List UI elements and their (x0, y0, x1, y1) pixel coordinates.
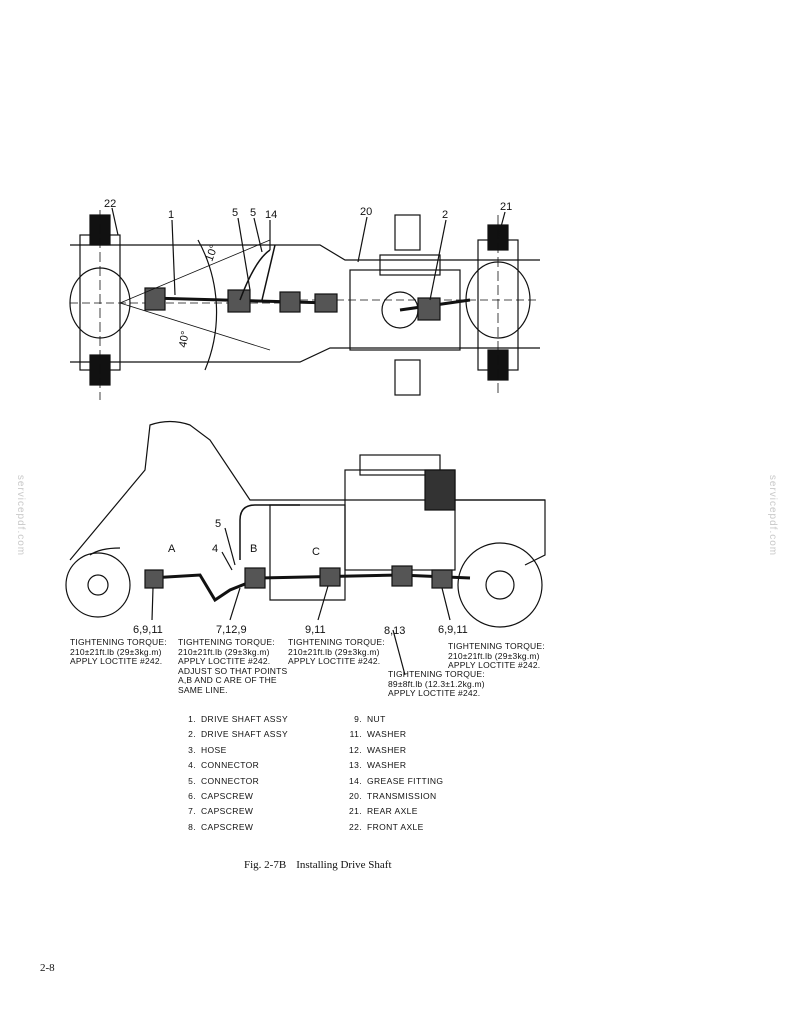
page-number: 2-8 (40, 962, 55, 974)
torque-note-rear: TIGHTENING TORQUE: 210±21ft.lb (29±3kg.m… (448, 641, 545, 670)
callout-side-8-13: 8,13 (384, 625, 405, 637)
parts-list-item: 1.DRIVE SHAFT ASSY (188, 714, 289, 724)
parts-list-item: 12.WASHER (348, 744, 407, 755)
callout-side-7-12-9: 7,12,9 (216, 624, 247, 636)
figure-caption: Fig. 2-7B Installing Drive Shaft (244, 859, 392, 871)
parts-list-item: 11.WASHER (349, 729, 407, 740)
callout-side-9-11: 9,11 (305, 624, 326, 636)
parts-list-item: 9.NUT (354, 714, 386, 724)
side-view-callouts: 5 4 A B C 6,9,11 7,12,9 9,11 8,13 6,9,11 (133, 518, 468, 637)
callout-1: 1 (168, 209, 174, 221)
top-view-drawing (69, 207, 540, 400)
callout-side-6-9-11-rear: 6,9,11 (438, 624, 468, 636)
figure-number: Fig. 2-7B (244, 859, 287, 871)
torque-note-front: TIGHTENING TORQUE: 210±21ft.lb (29±3kg.m… (70, 637, 167, 666)
parts-list-left: 1.DRIVE SHAFT ASSY 2.DRIVE SHAFT ASSY 3.… (182, 712, 288, 835)
point-c-label: C (312, 546, 320, 558)
parts-list-item: 20.TRANSMISSION (348, 790, 437, 801)
parts-list-item: 3.HOSE (188, 744, 227, 755)
torque-note-center-bearing: TIGHTENING TORQUE: 210±21ft.lb (29±3kg.m… (178, 637, 288, 695)
parts-list-item: 2.DRIVE SHAFT ASSY (188, 729, 289, 740)
parts-list-item: 5.CONNECTOR (188, 775, 260, 786)
parts-list-item: 7.CAPSCREW (188, 806, 254, 817)
parts-list-item: 22.FRONT AXLE (348, 821, 424, 832)
parts-list-item: 21.REAR AXLE (348, 806, 418, 817)
angle-10-label: 10° (204, 243, 221, 263)
side-view-drawing (65, 420, 546, 676)
parts-list-item: 13.WASHER (348, 760, 407, 771)
callout-side-4: 4 (212, 543, 218, 555)
callout-21: 21 (500, 201, 512, 213)
torque-note-transmission: TIGHTENING TORQUE: 89±8ft.lb (12.3±1.2kg… (388, 669, 485, 698)
parts-list-item: 8.CAPSCREW (188, 821, 254, 832)
angle-40-label: 40° (177, 330, 192, 348)
callout-5a: 5 (232, 207, 238, 219)
callout-2: 2 (442, 209, 448, 221)
top-view-callouts: 22 1 5 5 14 20 2 21 10° 40° (104, 198, 512, 349)
callout-20: 20 (360, 206, 372, 218)
callout-side-6-9-11-front: 6,9,11 (133, 624, 163, 636)
torque-note-mid: TIGHTENING TORQUE: 210±21ft.lb (29±3kg.m… (288, 637, 385, 666)
point-a-label: A (168, 543, 176, 555)
callout-14: 14 (265, 209, 277, 221)
callout-22: 22 (104, 198, 116, 210)
callout-5b: 5 (250, 207, 256, 219)
parts-list-item: 4.CONNECTOR (188, 760, 260, 771)
parts-list-item: 6.CAPSCREW (188, 790, 254, 801)
callout-side-5: 5 (215, 518, 221, 530)
figure-title: Installing Drive Shaft (296, 859, 392, 871)
parts-list-item: 14.GREASE FITTING (348, 775, 444, 786)
point-b-label: B (250, 543, 257, 555)
parts-list-right: 9.NUT 11.WASHER 12.WASHER 13.WASHER 14.G… (348, 712, 443, 835)
